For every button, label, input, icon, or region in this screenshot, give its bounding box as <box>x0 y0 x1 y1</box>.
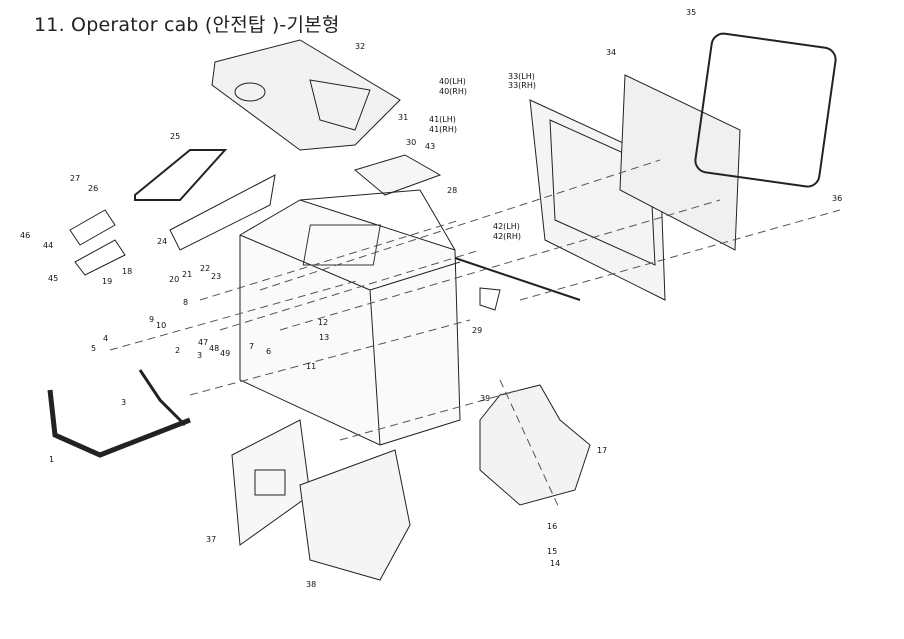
part-label-3b: 3 <box>121 398 127 407</box>
part-label-40lh: 40(LH) <box>439 77 466 86</box>
part-label-49: 49 <box>220 349 231 358</box>
part-label-33rh: 33(RH) <box>508 81 536 90</box>
roof-opening <box>234 82 266 102</box>
part-label-44: 44 <box>43 241 54 250</box>
roof-plate <box>353 154 442 196</box>
part-label-19: 19 <box>102 277 113 286</box>
part-label-24: 24 <box>157 237 168 246</box>
part-label-5: 5 <box>91 344 97 353</box>
part-label-7: 7 <box>249 342 255 351</box>
roof-window <box>309 79 371 131</box>
part-label-33lh: 33(LH) <box>508 72 535 81</box>
door-glass <box>694 32 837 188</box>
seat <box>479 384 591 506</box>
part-label-6: 6 <box>266 347 272 356</box>
part-label-20: 20 <box>169 275 180 284</box>
part-label-41lh: 41(LH) <box>429 115 456 124</box>
part-label-34: 34 <box>606 48 617 57</box>
part-label-8: 8 <box>183 298 189 307</box>
part-label-37: 37 <box>206 535 217 544</box>
part-label-25: 25 <box>170 132 181 141</box>
part-label-10: 10 <box>156 321 167 330</box>
part-label-38: 38 <box>306 580 317 589</box>
part-label-11: 11 <box>306 362 317 371</box>
decal-44 <box>69 209 116 246</box>
part-label-28: 28 <box>447 186 458 195</box>
part-label-18: 18 <box>122 267 133 276</box>
part-label-36: 36 <box>832 194 843 203</box>
decal-45 <box>74 239 126 276</box>
part-label-4: 4 <box>103 334 109 343</box>
part-label-31: 31 <box>398 113 409 122</box>
part-label-1: 1 <box>49 455 55 464</box>
part-label-21: 21 <box>182 270 193 279</box>
part-label-26: 26 <box>88 184 99 193</box>
part-label-47: 47 <box>198 338 209 347</box>
panel-window <box>254 469 286 496</box>
part-label-27: 27 <box>70 174 81 183</box>
mirror-29 <box>479 287 501 311</box>
part-label-46: 46 <box>20 231 31 240</box>
door-bracket <box>454 257 581 301</box>
part-label-9: 9 <box>149 315 155 324</box>
part-label-39: 39 <box>480 394 491 403</box>
part-label-3a: 3 <box>197 351 203 360</box>
floor-panel <box>299 449 411 581</box>
part-label-40rh: 40(RH) <box>439 87 467 96</box>
part-label-2: 2 <box>175 346 181 355</box>
part-label-15: 15 <box>547 547 558 556</box>
part-label-13: 13 <box>319 333 330 342</box>
part-label-41rh: 41(RH) <box>429 125 457 134</box>
part-label-45: 45 <box>48 274 59 283</box>
part-label-42lh: 42(LH) <box>493 222 520 231</box>
part-label-32: 32 <box>355 42 366 51</box>
grab-handle <box>47 389 191 458</box>
side-panel <box>169 174 276 251</box>
part-label-30: 30 <box>406 138 417 147</box>
side-glass <box>134 149 228 201</box>
part-label-16: 16 <box>547 522 558 531</box>
diagram-title: 11. Operator cab (안전탑 )-기본형 <box>34 14 340 36</box>
cab-frame <box>239 199 461 446</box>
roof-panel <box>211 39 401 151</box>
part-label-22: 22 <box>200 264 211 273</box>
part-label-14: 14 <box>550 559 561 568</box>
part-label-48: 48 <box>209 344 220 353</box>
part-label-35: 35 <box>686 8 697 17</box>
part-label-23: 23 <box>211 272 222 281</box>
part-label-17: 17 <box>597 446 608 455</box>
rear-panel <box>231 419 311 546</box>
part-label-29: 29 <box>472 326 483 335</box>
part-label-43: 43 <box>425 142 436 151</box>
part-label-42rh: 42(RH) <box>493 232 521 241</box>
part-label-12: 12 <box>318 318 329 327</box>
